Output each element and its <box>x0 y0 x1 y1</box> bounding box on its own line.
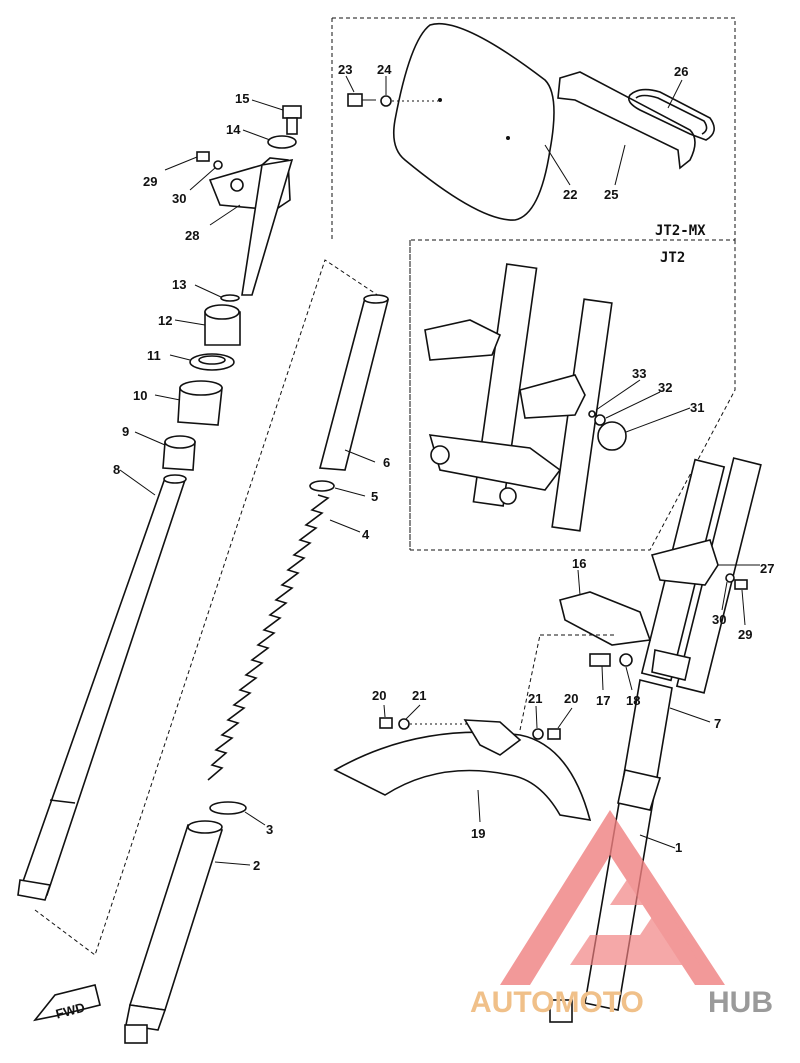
label-27: 27 <box>760 561 774 576</box>
washer-24 <box>380 95 392 107</box>
bolt-23 <box>347 93 363 107</box>
label-12: 12 <box>158 313 172 328</box>
bolt-17 <box>589 653 611 667</box>
fwd-arrow <box>33 984 101 1022</box>
jt2-mx-label: JT2-MX <box>655 223 706 239</box>
label-25: 25 <box>604 187 618 202</box>
jt2-bracket-right <box>519 374 586 419</box>
label-6: 6 <box>383 455 390 470</box>
label-23: 23 <box>338 62 352 77</box>
label-20b: 20 <box>564 691 578 706</box>
label-28: 28 <box>185 228 199 243</box>
rubber-band <box>627 88 715 141</box>
label-24: 24 <box>377 62 392 77</box>
assembly-line <box>34 259 386 956</box>
label-4: 4 <box>362 527 370 542</box>
cap-31 <box>597 421 627 451</box>
label-11: 11 <box>147 348 161 363</box>
inner-tube <box>18 477 187 896</box>
label-20a: 20 <box>372 688 386 703</box>
label-30b: 30 <box>712 612 726 627</box>
label-5: 5 <box>371 489 378 504</box>
washer-33 <box>588 410 596 418</box>
label-31: 31 <box>690 400 704 415</box>
watermark-logo <box>500 810 725 985</box>
ring-5 <box>309 480 335 492</box>
washer-18 <box>619 653 633 667</box>
label-29b: 29 <box>738 627 752 642</box>
label-32: 32 <box>658 380 672 395</box>
label-3: 3 <box>266 822 273 837</box>
label-22: 22 <box>563 187 577 202</box>
jt2-bracket-left <box>424 319 502 361</box>
label-26: 26 <box>674 64 688 79</box>
label-13: 13 <box>172 277 186 292</box>
clip-13 <box>220 294 240 302</box>
washer-32 <box>594 414 606 426</box>
fwd-label: FWD <box>54 1000 86 1022</box>
label-2: 2 <box>253 858 260 873</box>
under-bracket-16 <box>559 591 652 646</box>
label-33: 33 <box>632 366 646 381</box>
label-15: 15 <box>235 91 249 106</box>
jt2-label: JT2 <box>660 250 685 266</box>
label-29: 29 <box>143 174 157 189</box>
label-9: 9 <box>122 424 129 439</box>
plate-hole <box>438 98 442 102</box>
label-17: 17 <box>596 693 610 708</box>
label-18: 18 <box>626 693 640 708</box>
label-7: 7 <box>714 716 721 731</box>
washer-14 <box>267 135 297 149</box>
washer-30 <box>213 160 223 170</box>
label-19: 19 <box>471 826 485 841</box>
label-21b: 21 <box>528 691 542 706</box>
label-16: 16 <box>572 556 586 571</box>
damper-rod <box>318 297 390 471</box>
label-14: 14 <box>226 122 241 137</box>
bolt-15 <box>282 105 302 119</box>
number-plate <box>392 22 555 221</box>
front-fender <box>333 731 592 821</box>
label-8: 8 <box>113 462 120 477</box>
plate-hole <box>506 136 510 140</box>
ring-3 <box>209 801 247 815</box>
fork-bracket-27 <box>650 539 719 586</box>
outer-tube <box>128 824 224 1011</box>
watermark-text-1: AUTOMOTO <box>470 986 644 1019</box>
plate-bracket <box>557 71 696 170</box>
fender-bracket <box>463 719 522 756</box>
label-30: 30 <box>172 191 186 206</box>
watermark-text-2: HUB <box>708 986 773 1019</box>
label-10: 10 <box>133 388 147 403</box>
label-1: 1 <box>675 840 682 855</box>
fork-spring <box>207 494 330 781</box>
bolt-29 <box>196 151 210 162</box>
bracket-stay <box>241 159 294 296</box>
label-21a: 21 <box>412 688 426 703</box>
